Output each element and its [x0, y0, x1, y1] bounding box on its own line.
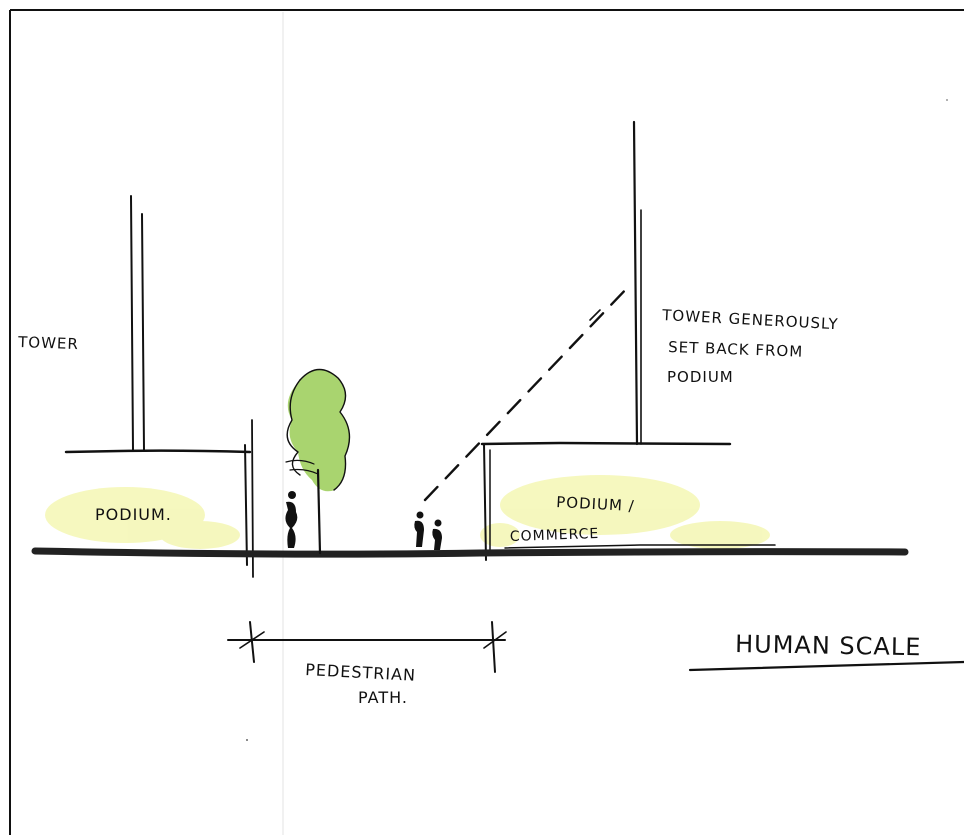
pedestrian-dimension-line — [227, 621, 507, 673]
person-figure-middle — [414, 511, 424, 547]
pedestrian-label-line2: PATH. — [358, 688, 408, 707]
commerce-label: COMMERCE — [510, 526, 600, 545]
left-tower — [130, 195, 145, 451]
tower-note-line2: SET BACK FROM — [668, 338, 804, 361]
podium-right-label: PODIUM / — [556, 493, 635, 515]
right-podium — [480, 441, 776, 561]
tower-note-line1: TOWER GENEROUSLY — [661, 306, 839, 333]
setback-dashed-line — [423, 283, 632, 502]
ground-line — [31, 547, 909, 558]
human-scale-label: HUMAN SCALE — [735, 630, 922, 661]
tower-label: TOWER — [17, 333, 79, 353]
pedestrian-label-line1: PEDESTRIAN — [305, 660, 417, 685]
people-figures — [285, 491, 442, 550]
human-scale-underline — [688, 660, 964, 672]
podium-left-label: PODIUM. — [95, 505, 172, 524]
person-figure-right — [432, 519, 442, 550]
right-tower — [632, 120, 642, 446]
tower-note-line3: PODIUM — [667, 368, 734, 386]
page-frame — [9, 9, 964, 835]
person-figure-left — [285, 491, 298, 548]
tree-illustration — [285, 368, 351, 555]
paper-specks — [246, 99, 948, 741]
